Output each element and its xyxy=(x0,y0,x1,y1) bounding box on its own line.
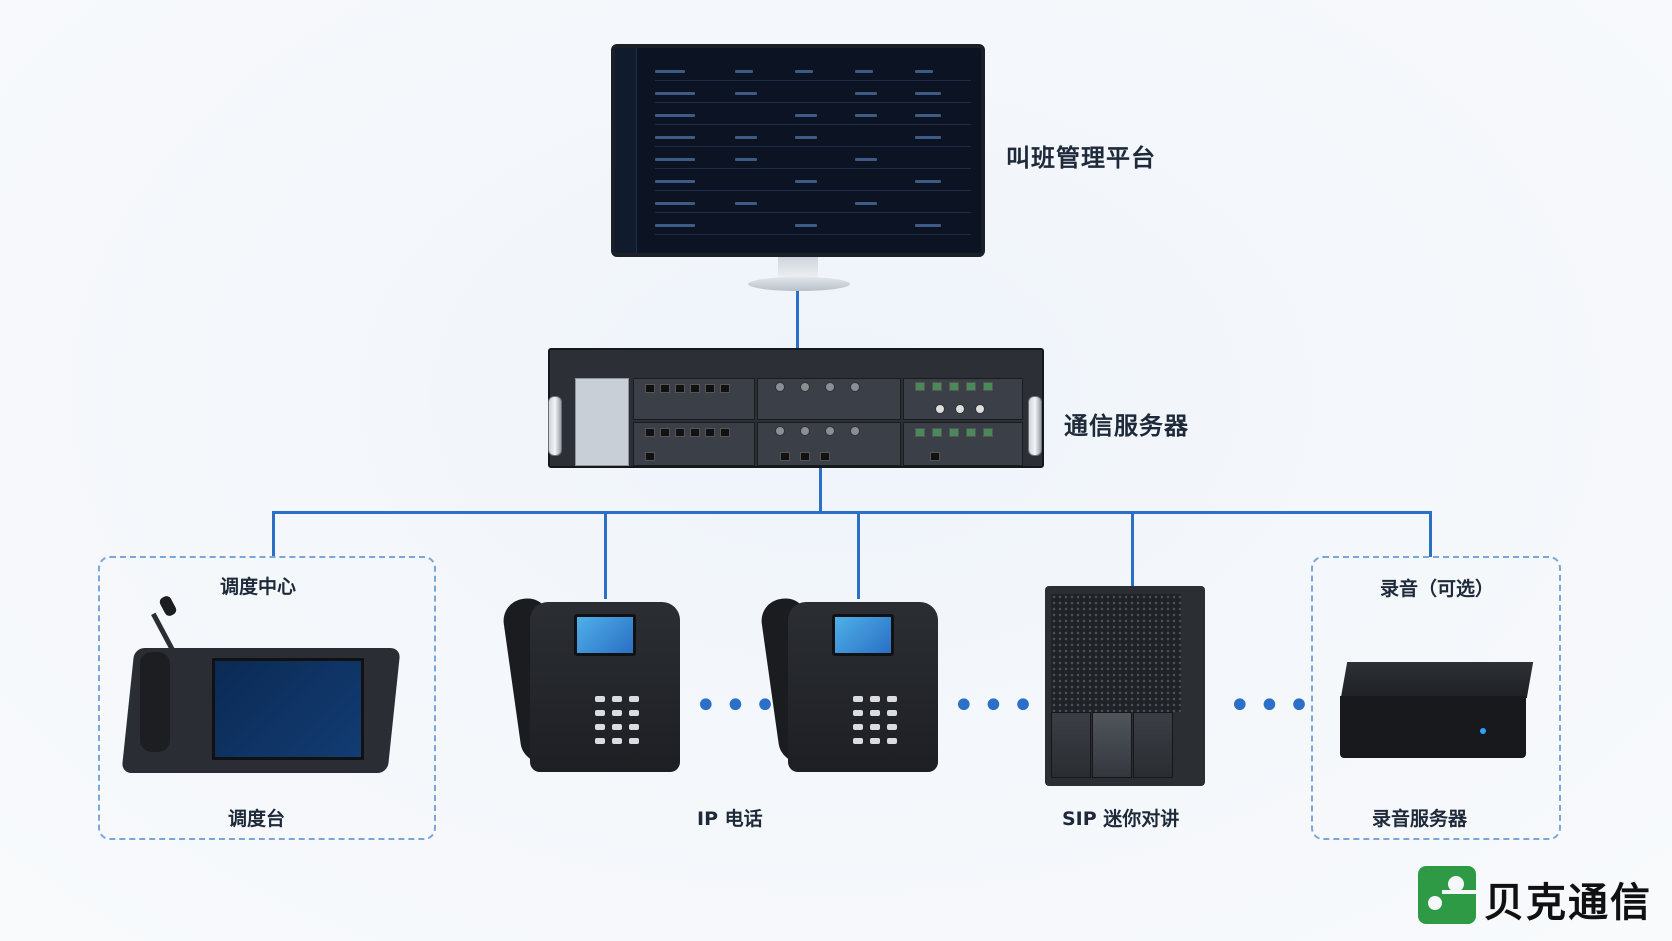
server-label: 通信服务器 xyxy=(1064,412,1189,440)
brand-logo-icon xyxy=(1418,866,1476,924)
wire-dispatch xyxy=(272,511,275,557)
wire-phone-1 xyxy=(604,511,607,599)
wire-platform-server xyxy=(796,291,799,348)
ip-phone-label: IP 电话 xyxy=(697,808,763,830)
wire-server-trunk xyxy=(819,468,822,512)
recording-box xyxy=(1311,556,1561,840)
sip-button-left xyxy=(1051,712,1091,778)
server-blank-panel xyxy=(575,378,629,466)
monitor-sidebar xyxy=(615,48,637,253)
recording-server-top xyxy=(1340,662,1534,698)
wire-sip xyxy=(1131,511,1134,589)
server-handle-left xyxy=(548,396,562,456)
recording-server-label: 录音服务器 xyxy=(1372,808,1468,830)
console-screen xyxy=(212,658,364,760)
sip-speaker-grille xyxy=(1051,594,1181,712)
platform-monitor xyxy=(611,44,985,257)
dispatch-console-label: 调度台 xyxy=(228,808,286,830)
platform-label: 叫班管理平台 xyxy=(1006,144,1156,172)
monitor-foot xyxy=(748,277,850,291)
brand-name: 贝克通信 xyxy=(1484,880,1652,926)
console-handset xyxy=(140,652,170,752)
monitor-neck xyxy=(778,257,818,279)
ellipsis-3: ••• xyxy=(1228,683,1317,729)
sip-button-right xyxy=(1133,712,1173,778)
ip-phone-2-screen xyxy=(832,614,894,656)
recording-led-icon xyxy=(1480,728,1486,734)
wire-phone-2 xyxy=(857,511,860,599)
sip-intercom-label: SIP 迷你对讲 xyxy=(1062,808,1180,830)
ellipsis-2: ••• xyxy=(952,683,1041,729)
dispatch-center-label: 调度中心 xyxy=(220,576,297,598)
server-handle-right xyxy=(1028,396,1042,456)
recording-optional-label: 录音（可选） xyxy=(1380,578,1495,600)
sip-call-button xyxy=(1092,712,1132,778)
ip-phone-1-screen xyxy=(574,614,636,656)
dispatch-center-box xyxy=(98,556,436,840)
recording-server xyxy=(1340,696,1526,758)
wire-recording xyxy=(1429,511,1432,557)
wire-bus xyxy=(272,511,1432,514)
ellipsis-1: ••• xyxy=(694,683,783,729)
